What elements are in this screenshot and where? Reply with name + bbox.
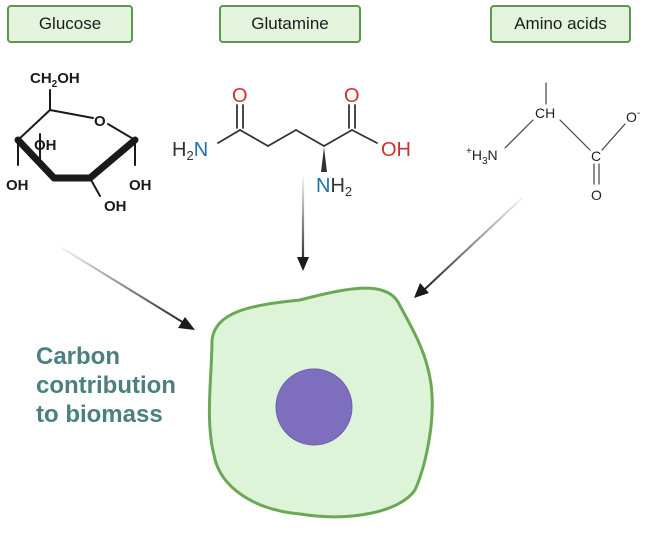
amino-acid-structure: [504, 82, 626, 185]
caption-line-3: to biomass: [36, 401, 163, 428]
cell-nucleus: [275, 368, 353, 446]
amino-h3n: +H3N: [466, 146, 498, 167]
glutamine-nh2: NH2: [316, 175, 352, 199]
glucose-oh-inner: OH: [34, 137, 57, 154]
glutamine-oxygen-right: O: [344, 85, 360, 107]
glutamine-oh: OH: [381, 139, 411, 161]
glucose-oh-left: OH: [6, 177, 29, 194]
amino-acids-label: Amino acids: [490, 5, 631, 43]
amino-acid-atom-labels: CH O- +H3N C O: [466, 105, 640, 203]
amino-carbon: C: [591, 148, 601, 164]
amino-o-bottom: O: [591, 187, 602, 203]
caption-carbon-contribution: Carbon contribution to biomass: [36, 342, 206, 429]
glucose-label: Glucose: [7, 5, 133, 43]
glutamine-atom-labels: O O H2N OH NH2: [172, 85, 411, 199]
caption-line-1: Carbon: [36, 343, 120, 370]
glucose-oh-right: OH: [129, 177, 152, 194]
amino-ch: CH: [535, 105, 555, 121]
glucose-ring-oxygen: O: [94, 113, 106, 130]
glucose-label-text: Glucose: [38, 14, 102, 33]
glucose-ch2oh: CH2OH: [30, 70, 80, 90]
arrow-glucose-to-cell: [61, 247, 195, 330]
glutamine-wedge-bond: [321, 147, 327, 172]
arrow-amino-to-cell: [414, 197, 523, 298]
glucose-structure: [14, 89, 139, 197]
glutamine-structure: [217, 104, 378, 147]
glutamine-label-text: Glutamine: [251, 14, 329, 33]
glutamine-h2n: H2N: [172, 139, 208, 163]
glutamine-label: Glutamine: [219, 5, 361, 43]
amino-o-minus: O-: [626, 108, 640, 125]
arrow-glutamine-to-cell: [297, 178, 309, 271]
amino-acids-label-text: Amino acids: [514, 14, 607, 33]
caption-line-2: contribution: [36, 372, 176, 399]
glutamine-oxygen-left: O: [232, 85, 248, 107]
glucose-oh-bottom: OH: [104, 198, 127, 215]
glucose-atom-labels: CH2OH O OH OH OH OH: [6, 70, 152, 215]
